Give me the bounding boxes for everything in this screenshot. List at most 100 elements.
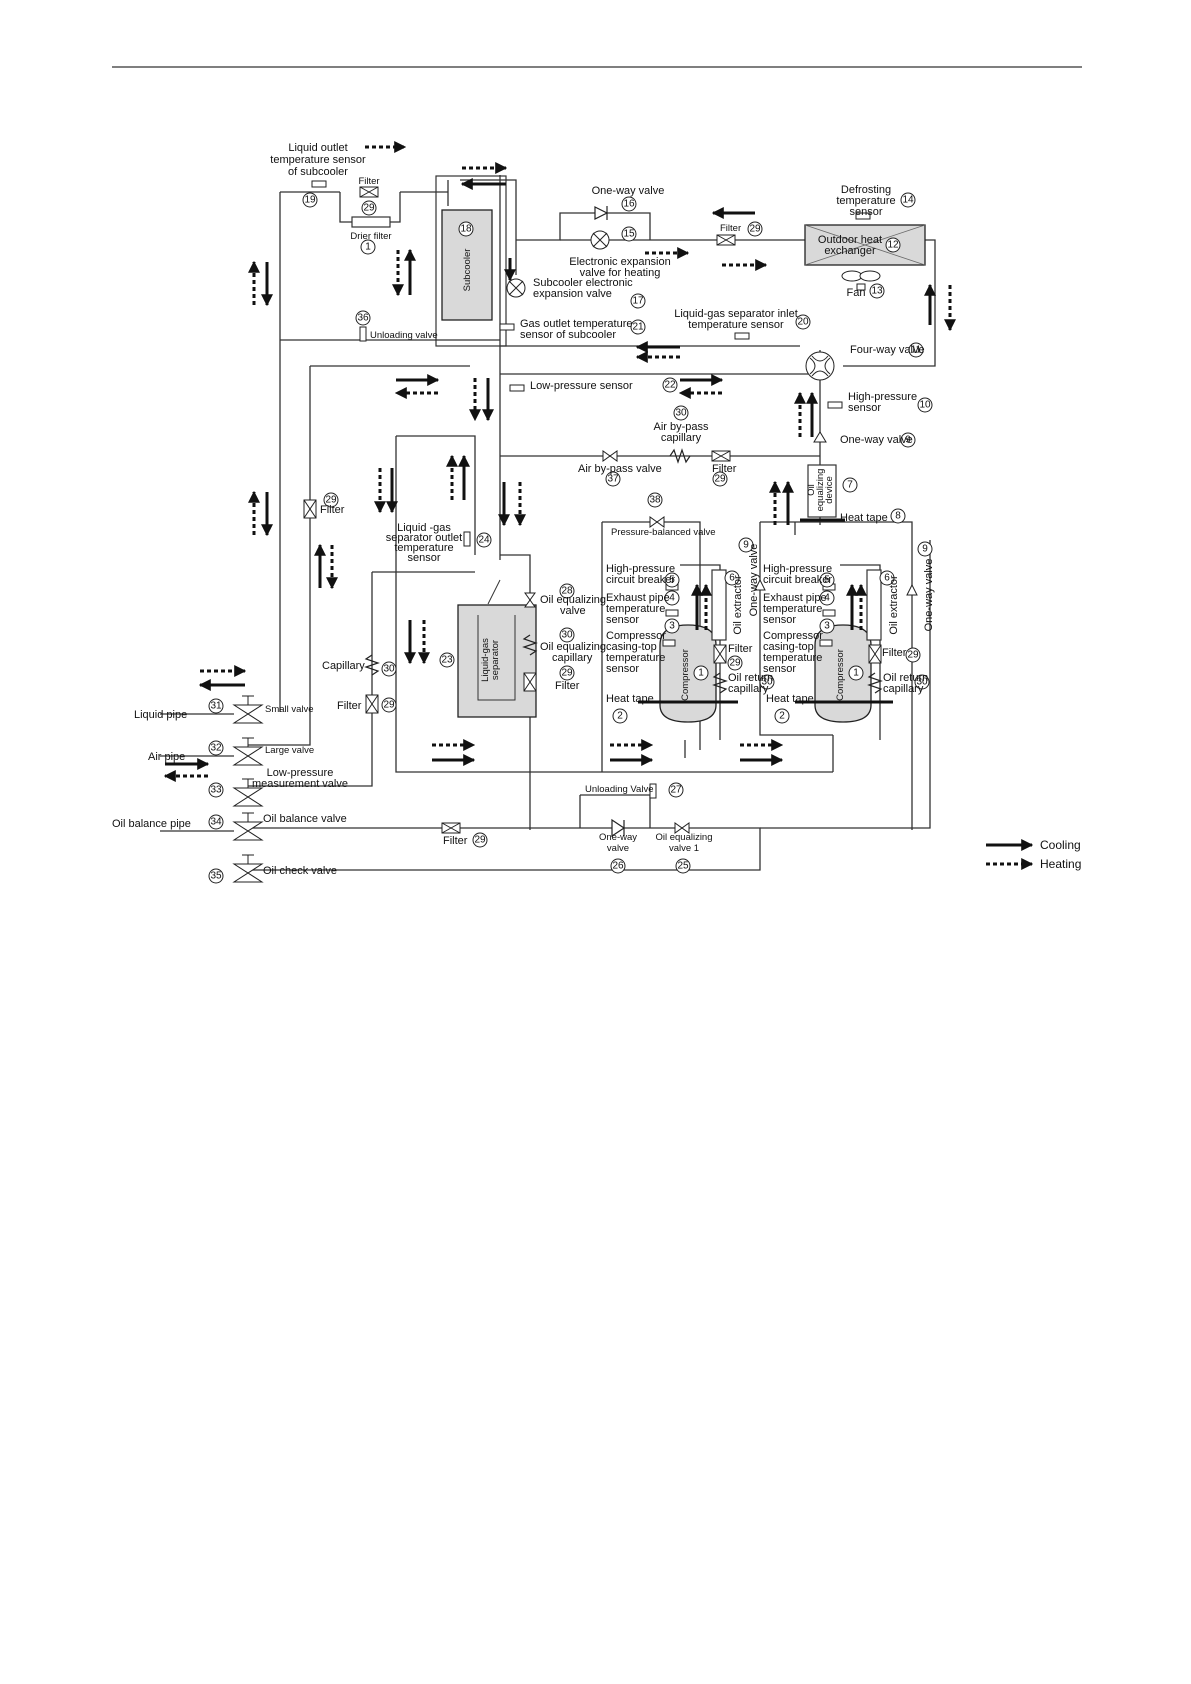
oil-return-capillary-icon (867, 672, 883, 694)
svg-text:9: 9 (905, 435, 911, 446)
svg-text:Unloading Valve: Unloading Valve (585, 784, 653, 795)
svg-text:37: 37 (607, 474, 619, 485)
svg-text:Compressor: Compressor (680, 649, 691, 701)
ref-30: 30 (673, 405, 689, 421)
svg-text:Filter: Filter (712, 463, 737, 475)
sensor-icon (734, 332, 750, 340)
sensor-icon (509, 384, 525, 392)
ref-5b: 5 (819, 572, 835, 588)
svg-text:31: 31 (210, 701, 222, 712)
svg-text:One-way valve: One-way valve (923, 559, 935, 632)
ref-34: 34 (208, 814, 224, 830)
svg-text:1: 1 (698, 668, 704, 679)
svg-text:26: 26 (612, 861, 624, 872)
svg-text:Air pipe: Air pipe (148, 751, 185, 763)
ref-24: 24 (476, 532, 492, 548)
ref-30c: 30 (381, 661, 397, 677)
svg-text:Compressor: Compressor (835, 649, 846, 701)
ref-5: 5 (664, 572, 680, 588)
one-way-valve-icon (906, 583, 918, 596)
svg-text:14: 14 (902, 195, 914, 206)
oil-extractor-1 (711, 569, 727, 641)
unloading-valve-icon (359, 326, 367, 342)
svg-text:29: 29 (325, 495, 337, 506)
svg-text:6: 6 (729, 573, 735, 584)
fan-icon (841, 270, 881, 291)
svg-text:Liquid pipe: Liquid pipe (134, 709, 187, 721)
ref-29c: 29 (712, 471, 728, 487)
svg-text:4: 4 (824, 593, 830, 604)
svg-text:29: 29 (714, 474, 726, 485)
ref-9c: 9 (917, 541, 933, 557)
svg-text:Oil extractor: Oil extractor (888, 575, 900, 635)
ref-3: 3 (664, 618, 680, 634)
ref-1c: 1 (848, 665, 864, 681)
svg-text:Filter: Filter (358, 176, 379, 187)
svg-text:34: 34 (210, 817, 222, 828)
svg-text:Large valve: Large valve (265, 745, 314, 756)
sensor-icon (662, 639, 676, 647)
sensor-icon (827, 401, 843, 409)
svg-text:Liquid-gasseparator: Liquid-gasseparator (480, 638, 501, 682)
one-way-valve-icon (754, 578, 766, 591)
air-bypass-valve-icon (602, 450, 618, 462)
ref-10: 10 (917, 397, 933, 413)
ref-9b: 9 (738, 537, 754, 553)
svg-text:One-way valve: One-way valve (748, 544, 760, 617)
svg-text:20: 20 (797, 317, 809, 328)
ref-16: 16 (621, 196, 637, 212)
svg-text:35: 35 (210, 871, 222, 882)
ref-15: 15 (621, 226, 637, 242)
svg-text:16: 16 (623, 199, 635, 210)
svg-text:Oil extractor: Oil extractor (732, 575, 744, 635)
sensor-icon (665, 609, 679, 617)
svg-text:One-way valve: One-way valve (592, 185, 665, 197)
svg-text:5: 5 (669, 575, 675, 586)
svg-text:30: 30 (675, 408, 687, 419)
ref-29h: 29 (381, 697, 397, 713)
svg-text:21: 21 (632, 322, 644, 333)
svg-text:Pressure-balanced valve: Pressure-balanced valve (611, 527, 716, 538)
defrost-sensor-icon (855, 212, 871, 220)
flow-arrows (163, 141, 956, 782)
svg-text:2: 2 (617, 711, 623, 722)
svg-text:30: 30 (383, 664, 395, 675)
ref-6b: 6 (879, 570, 895, 586)
svg-text:5: 5 (824, 575, 830, 586)
svg-text:Heat tape: Heat tape (766, 693, 814, 705)
svg-text:Filter: Filter (882, 647, 907, 659)
ref-29b: 29 (747, 221, 763, 237)
ref-4b: 4 (819, 590, 835, 606)
ref-32: 32 (208, 740, 224, 756)
pressure-balanced-valve-icon (649, 516, 665, 528)
oil-equalizing-valve-icon (674, 822, 690, 834)
svg-text:25: 25 (677, 861, 689, 872)
sensor-icon (819, 639, 833, 647)
ref-9: 9 (900, 432, 916, 448)
svg-text:23: 23 (441, 655, 453, 666)
subcooler-label: Subcooler (462, 249, 473, 292)
ref-2: 2 (612, 708, 628, 724)
reference-numbers: 19 29 1 18 16 15 29 14 12 13 17 36 21 20… (208, 192, 933, 884)
svg-text:Oil balance pipe: Oil balance pipe (112, 818, 191, 830)
ref-1: 1 (360, 239, 376, 255)
ref-20: 20 (795, 314, 811, 330)
ref-19: 19 (302, 192, 318, 208)
ref-8: 8 (890, 508, 906, 524)
svg-text:28: 28 (561, 586, 573, 597)
ref-26: 26 (610, 858, 626, 874)
unloading-valve-icon (649, 783, 657, 799)
ref-7: 7 (842, 477, 858, 493)
ref-22: 22 (662, 377, 678, 393)
